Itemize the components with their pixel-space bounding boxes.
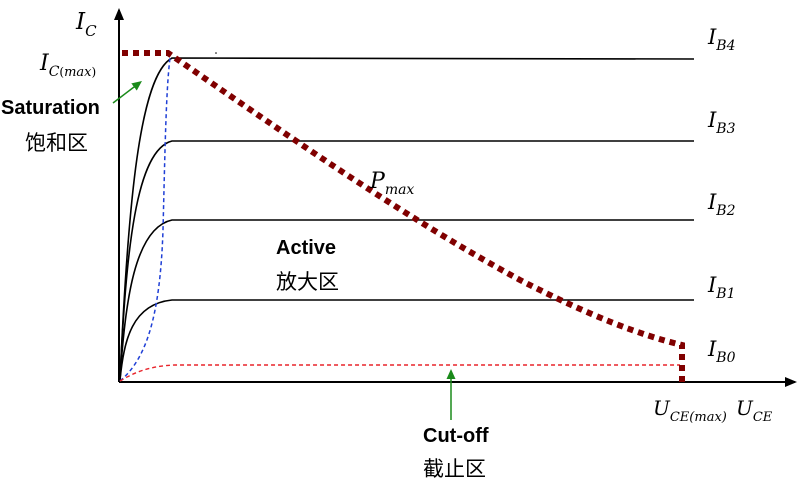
curve-ib1 xyxy=(119,299,694,381)
saturation-label: Saturation xyxy=(1,97,100,119)
cutoff-label: Cut-off xyxy=(423,425,489,447)
y-axis-label: IC xyxy=(75,9,97,40)
x-axis-label: UCE xyxy=(736,396,773,425)
curve-label-ib0: IB0 xyxy=(707,337,736,366)
curve-label-ib2: IB2 xyxy=(707,190,736,219)
curve-ib3 xyxy=(119,140,694,381)
saturation-boundary-line xyxy=(119,57,171,382)
curve-label-ib1: IB1 xyxy=(707,273,736,302)
active-cn-label: 放大区 xyxy=(276,270,339,294)
pmax-limit-line xyxy=(122,50,685,382)
saturation-cn-label: 饱和区 xyxy=(25,131,88,155)
pmax-label: Pmax xyxy=(369,169,414,198)
curve-ib4 xyxy=(119,57,695,381)
curve-ib2 xyxy=(119,219,694,381)
active-label: Active xyxy=(276,237,336,259)
uce-max-label: UCE(max) xyxy=(653,396,727,425)
stray-dot xyxy=(215,52,217,54)
curve-label-ib3: IB3 xyxy=(707,108,736,137)
cutoff-boundary-line xyxy=(119,364,680,382)
saturation-arrow xyxy=(112,80,142,104)
ic-max-label: IC(max) xyxy=(39,51,96,80)
cutoff-cn-label: 截止区 xyxy=(423,457,486,481)
curve-label-ib4: IB4 xyxy=(707,25,736,54)
